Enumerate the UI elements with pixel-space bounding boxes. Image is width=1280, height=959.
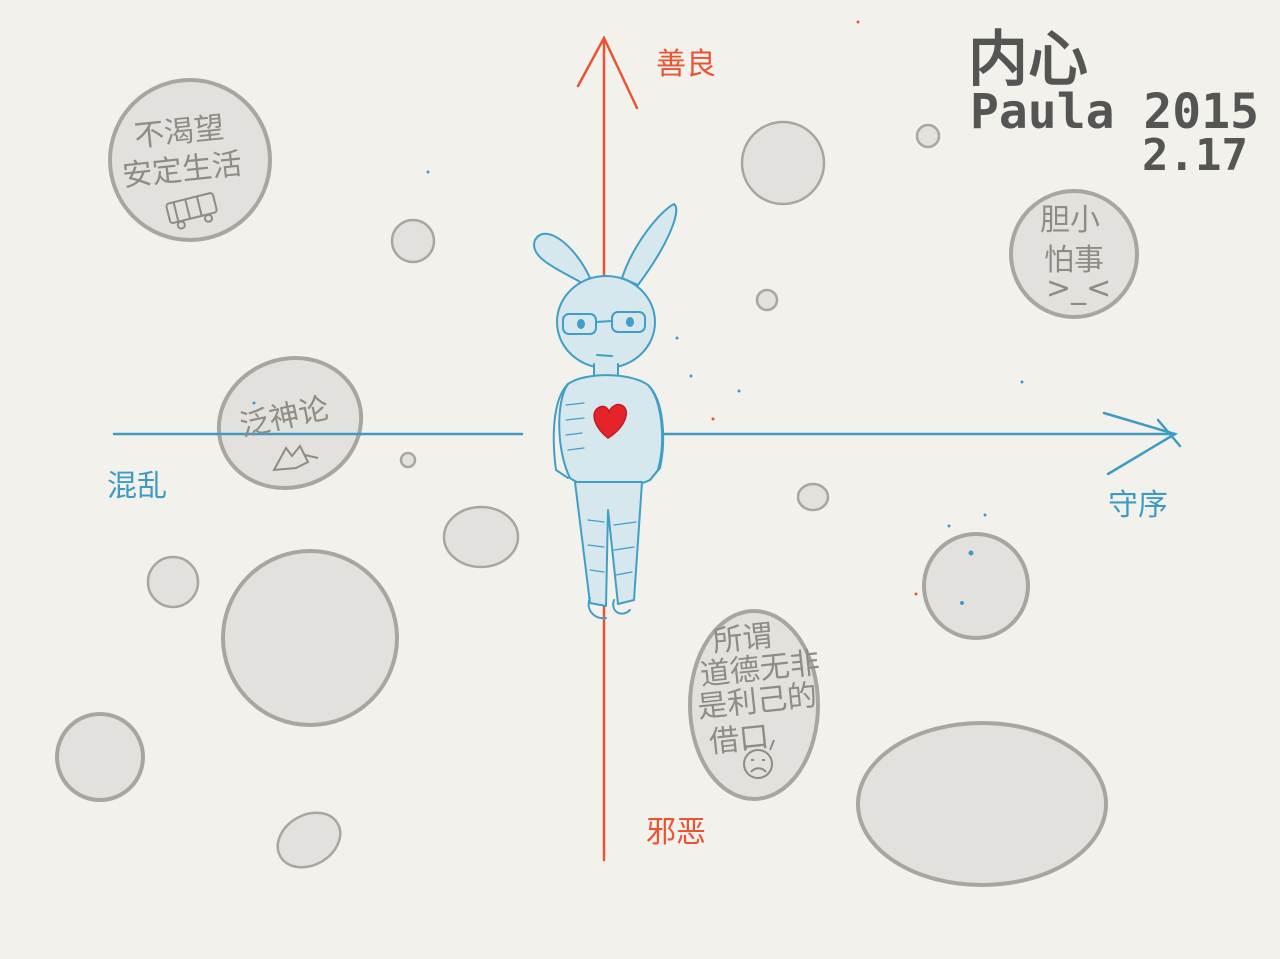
svg-text:胆小: 胆小 bbox=[1040, 203, 1100, 238]
svg-text:怕事: 怕事 bbox=[1044, 243, 1104, 278]
bunny-right-ear bbox=[621, 203, 678, 286]
right-arrowhead bbox=[1102, 411, 1179, 476]
bubble-small-1 bbox=[390, 218, 436, 264]
bunny-legs bbox=[574, 481, 643, 607]
bus-icon bbox=[165, 192, 218, 230]
svg-text:内心: 内心 bbox=[968, 25, 1088, 95]
praying-hands-icon bbox=[272, 444, 319, 472]
bubble-left-bottom bbox=[55, 712, 145, 802]
bubble-tiny-2 bbox=[755, 288, 779, 312]
bubble-bottom-right bbox=[856, 721, 1108, 887]
note-right-top: 胆小 怕事 >_< bbox=[1040, 203, 1111, 306]
bubble-right-top bbox=[1009, 189, 1139, 319]
bubble-tiny-3 bbox=[399, 451, 417, 469]
bubble-top-center bbox=[740, 120, 826, 206]
bubble-small-3 bbox=[796, 482, 830, 512]
svg-text:Paula 2015: Paula 2015 bbox=[970, 84, 1259, 140]
svg-text:借口: 借口 bbox=[707, 719, 770, 760]
bubble-left-mid bbox=[216, 356, 364, 490]
bubble-small-4 bbox=[146, 555, 200, 609]
top-axis-label: 善良 bbox=[656, 47, 716, 82]
right-axis-label: 守序 bbox=[1108, 488, 1168, 523]
bubble-right-mid bbox=[922, 532, 1030, 640]
bubble-small-5 bbox=[276, 811, 342, 869]
sad-face-icon bbox=[743, 739, 775, 779]
bunny-left-ear bbox=[533, 232, 591, 284]
bubble-large-left bbox=[221, 549, 399, 727]
bubble-bottom-center bbox=[688, 609, 820, 801]
bubbles bbox=[55, 78, 1139, 887]
bottom-axis-label: 邪恶 bbox=[646, 815, 706, 850]
bunny-character bbox=[533, 203, 678, 620]
top-arrowhead bbox=[576, 35, 639, 110]
signature: 内心 Paula 2015 2.17 bbox=[968, 25, 1259, 181]
svg-text:2.17: 2.17 bbox=[1142, 130, 1248, 181]
left-axis-label: 混乱 bbox=[107, 469, 167, 504]
note-bottom: 所谓 道德无非 是利己的 借口 bbox=[696, 618, 822, 760]
bubble-tiny-1 bbox=[915, 123, 941, 149]
bubble-top-left bbox=[108, 78, 272, 242]
horizontal-axis bbox=[112, 411, 1182, 476]
bubble-small-2 bbox=[442, 505, 520, 569]
svg-text:>_<: >_< bbox=[1046, 271, 1111, 306]
dots bbox=[252, 20, 1024, 605]
glasses bbox=[562, 311, 646, 335]
heart-icon bbox=[593, 403, 628, 439]
svg-text:所谓: 所谓 bbox=[711, 618, 774, 659]
